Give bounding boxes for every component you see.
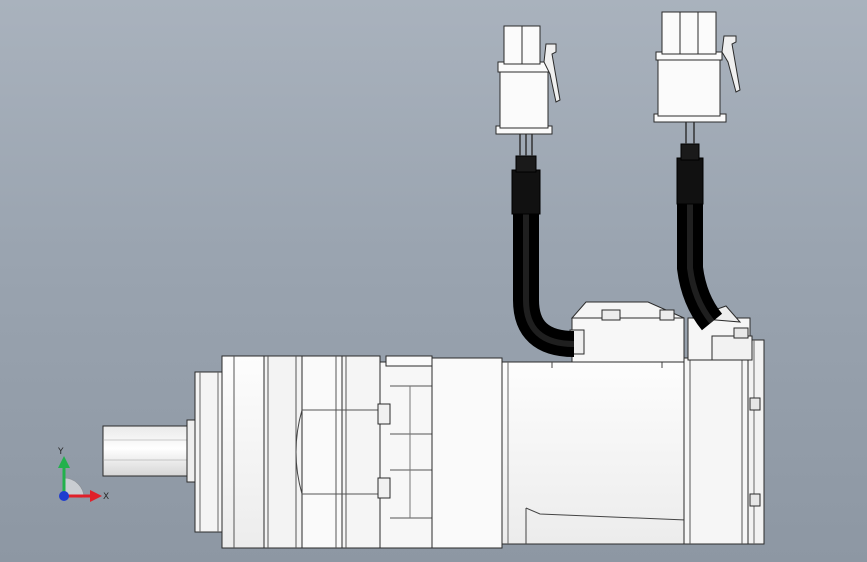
encoder-housing[interactable] [683, 339, 765, 545]
z-axis-dot [59, 491, 69, 501]
bolt-head [377, 477, 391, 499]
rear-screw [749, 397, 761, 411]
bolt-ring[interactable] [377, 355, 433, 549]
output-shaft[interactable] [102, 419, 198, 483]
power-connector-plug[interactable] [495, 25, 561, 135]
power-cable-gland[interactable] [569, 301, 685, 363]
rear-screw [749, 493, 761, 507]
mounting-flange[interactable] [194, 371, 224, 533]
adapter-plate[interactable] [431, 357, 503, 549]
encoder-connector-plug[interactable] [653, 11, 741, 123]
motor-body[interactable] [501, 361, 687, 545]
bolt-head [377, 403, 391, 425]
x-axis-label: X [103, 492, 109, 502]
power-cable[interactable] [511, 132, 575, 357]
orientation-triad: Y X [57, 447, 109, 502]
y-axis-label: Y [57, 447, 64, 457]
y-axis-arrowhead [58, 456, 70, 468]
x-axis-arrowhead [90, 490, 102, 502]
servo-motor-model[interactable] [102, 301, 765, 549]
encoder-cable[interactable] [676, 122, 723, 331]
gearbox-housing[interactable] [221, 355, 381, 549]
